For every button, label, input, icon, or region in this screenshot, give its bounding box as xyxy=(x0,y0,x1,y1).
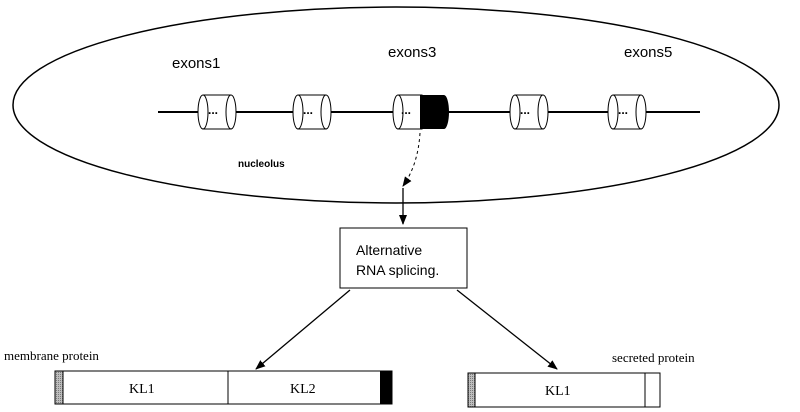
splicing-box xyxy=(339,227,468,289)
membrane-protein-bar: KL1 KL2 xyxy=(54,370,393,405)
dashed-arrow xyxy=(402,132,421,187)
membrane-transmembrane-domain xyxy=(380,371,392,404)
secreted-domain-kl1: KL1 xyxy=(545,384,571,399)
exon-label-5: exons5 xyxy=(624,44,672,61)
secreted-protein-bar: KL1 xyxy=(467,372,661,408)
membrane-protein-label: membrane protein xyxy=(4,348,99,363)
secreted-signal-peptide xyxy=(467,372,476,408)
exon-5: ... xyxy=(607,94,647,130)
arrow-to-membrane xyxy=(255,289,351,370)
arrow-to-secreted xyxy=(456,289,558,370)
exon-dots: ... xyxy=(208,103,218,117)
exon-label-3: exons3 xyxy=(388,44,436,61)
exon-dots: ... xyxy=(520,103,530,117)
secreted-protein-label: secreted protein xyxy=(612,350,695,365)
exon-label-1: exons1 xyxy=(172,55,220,72)
membrane-domain-kl2: KL2 xyxy=(290,382,316,397)
exon-1: ... xyxy=(197,94,237,130)
exon-dots: ... xyxy=(618,103,628,117)
splicing-line-2: RNA splicing. xyxy=(356,262,439,278)
exon-dots: ... xyxy=(303,103,313,117)
exon-2: ... xyxy=(292,94,332,130)
nucleus-ellipse xyxy=(12,6,780,204)
nucleolus-label: nucleolus xyxy=(238,159,285,170)
splicing-line-1: Alternative xyxy=(356,242,422,258)
membrane-signal-peptide xyxy=(54,370,64,405)
exon-4: ... xyxy=(509,94,549,130)
membrane-domain-kl1: KL1 xyxy=(129,382,155,397)
exon-3: ... xyxy=(392,94,449,130)
exon-dots: ... xyxy=(401,103,411,117)
